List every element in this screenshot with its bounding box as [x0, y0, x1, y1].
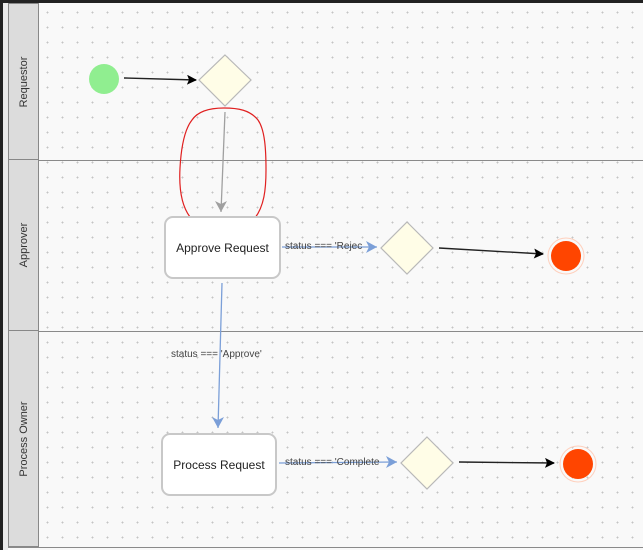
edge-label-approve[interactable]: status === 'Approve'	[171, 349, 262, 360]
edge-label-complete[interactable]: status === 'Complete	[285, 457, 380, 468]
edge-label-reject[interactable]: status === 'Rejec	[285, 241, 363, 252]
end-event-ring	[547, 237, 585, 275]
window-left-border	[0, 0, 3, 550]
end-event-ring	[559, 445, 597, 483]
edge-gateway-to-approve-request[interactable]	[215, 111, 227, 213]
gateway-process-owner[interactable]	[400, 436, 454, 490]
end-event-rejected[interactable]	[551, 241, 581, 271]
task-approve-request[interactable]: Approve Request	[164, 216, 281, 279]
edge-gateway-to-end-complete[interactable]	[458, 457, 555, 468]
lane-divider	[39, 160, 643, 161]
edge-process-to-gateway-complete[interactable]	[278, 456, 398, 468]
edge-gateway-to-end-reject[interactable]	[438, 247, 544, 259]
gateway-requestor[interactable]	[198, 54, 252, 107]
left-gutter	[3, 3, 8, 550]
end-event-completed[interactable]	[563, 449, 593, 479]
lane-header-requestor[interactable]: Requestor	[8, 3, 39, 160]
lane-bottom-border	[8, 547, 643, 548]
task-label: Approve Request	[176, 240, 269, 255]
lane-divider	[39, 331, 643, 332]
window-top-border	[0, 0, 643, 3]
lane-header-approver[interactable]: Approver	[8, 159, 39, 331]
task-process-request[interactable]: Process Request	[161, 433, 277, 496]
start-event[interactable]	[89, 64, 119, 94]
lane-header-process-owner[interactable]: Process Owner	[8, 330, 39, 547]
task-label: Process Request	[173, 457, 265, 472]
diagram-canvas[interactable]	[8, 3, 643, 550]
edge-start-to-gateway[interactable]	[123, 74, 197, 85]
gateway-approver[interactable]	[380, 221, 434, 275]
edge-approve-to-process-request[interactable]	[212, 282, 224, 429]
